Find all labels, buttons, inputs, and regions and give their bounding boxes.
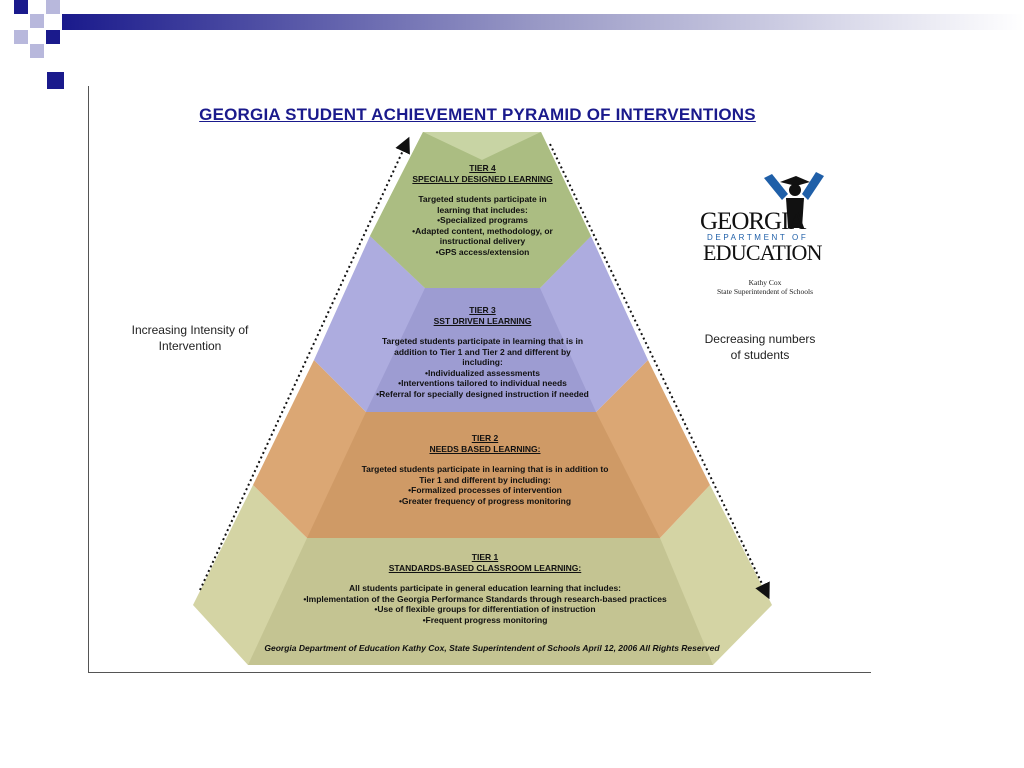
tier4-title: TIER 4 (469, 163, 496, 173)
logo-person-name: Kathy Cox (748, 278, 782, 287)
tier3-item-2: •Interventions tailored to individual ne… (398, 378, 567, 388)
tier2-text: TIER 2 NEEDS BASED LEARNING: Targeted st… (335, 433, 635, 506)
right-label-line-1: Decreasing numbers (704, 332, 816, 346)
logo-education: EDUCATION (703, 240, 822, 265)
logo-person-role: State Superintendent of Schools (716, 287, 814, 296)
tier3-title: TIER 3 (469, 305, 496, 315)
tier2-item-1: •Formalized processes of intervention (408, 485, 562, 495)
left-side-label: Increasing Intensity of Intervention (115, 322, 265, 354)
tier1-title: TIER 1 (471, 552, 499, 562)
right-side-label: Decreasing numbers of students (690, 331, 830, 363)
tier3-intro-3: including: (462, 357, 503, 367)
tier3-text: TIER 3 SST DRIVEN LEARNING Targeted stud… (355, 305, 610, 399)
tier4-text: TIER 4 SPECIALLY DESIGNED LEARNING Targe… (390, 163, 575, 257)
tier2-item-2: •Greater frequency of progress monitorin… (398, 495, 572, 506)
tier2-subtitle: NEEDS BASED LEARNING: (429, 443, 541, 454)
tier2-title: TIER 2 (471, 433, 499, 443)
tier1-item-1: •Implementation of the Georgia Performan… (303, 593, 667, 604)
copyright-footer: Georgia Department of Education Kathy Co… (264, 643, 720, 653)
slide-bullet-square (47, 72, 64, 89)
tier1-intro-1: All students participate in general educ… (348, 583, 622, 593)
frame-bottom-border (88, 672, 871, 673)
left-intensity-arrow (199, 136, 410, 591)
tier1-subtitle: STANDARDS-BASED CLASSROOM LEARNING: (388, 562, 582, 573)
tier2-intro-1: Targeted students participate in learnin… (361, 464, 609, 474)
diagram-title: GEORGIA STUDENT ACHIEVEMENT PYRAMID OF I… (199, 105, 756, 124)
frame-left-border (88, 86, 89, 672)
tier4-subtitle: SPECIALLY DESIGNED LEARNING (412, 173, 553, 184)
tier4-intro-1: Targeted students participate in (418, 194, 547, 204)
tier3-intro-2: addition to Tier 1 and Tier 2 and differ… (394, 346, 571, 357)
tier3-item-1: •Individualized assessments (425, 367, 540, 378)
right-label-line-2: of students (730, 348, 790, 362)
left-label-line-2: Intervention (158, 339, 222, 353)
tier3-subtitle: SST DRIVEN LEARNING (433, 315, 532, 326)
tier4-intro-2: learning that includes: (437, 204, 528, 215)
tier2-intro-2: Tier 1 and different by including: (419, 474, 551, 485)
tier2-band (253, 360, 710, 538)
logo-wordmark: GEORGIA (700, 208, 806, 235)
tier1-item-3: •Frequent progress monitoring (422, 614, 548, 625)
logo-department: DEPARTMENT OF (707, 233, 809, 242)
graduate-figure-icon (764, 172, 824, 228)
tier1-item-2: •Use of flexible groups for differentiat… (374, 604, 596, 614)
tier4-item-3: instructional delivery (439, 236, 526, 246)
tier3-item-3: •Referral for specially designed instruc… (376, 388, 589, 399)
tier1-band (193, 485, 772, 665)
tier3-intro-1: Targeted students participate in learnin… (381, 336, 584, 346)
tier1-text: TIER 1 STANDARDS-BASED CLASSROOM LEARNIN… (265, 552, 705, 625)
tier4-item-1: •Specialized programs (437, 215, 528, 225)
tier4-item-2: •Adapted content, methodology, or (412, 225, 553, 236)
header-decoration (14, 0, 1024, 58)
tier3-band (314, 236, 648, 412)
left-label-line-1: Increasing Intensity of (131, 323, 249, 337)
tier4-band (370, 132, 591, 288)
tier4-item-4: •GPS access/extension (435, 246, 530, 257)
